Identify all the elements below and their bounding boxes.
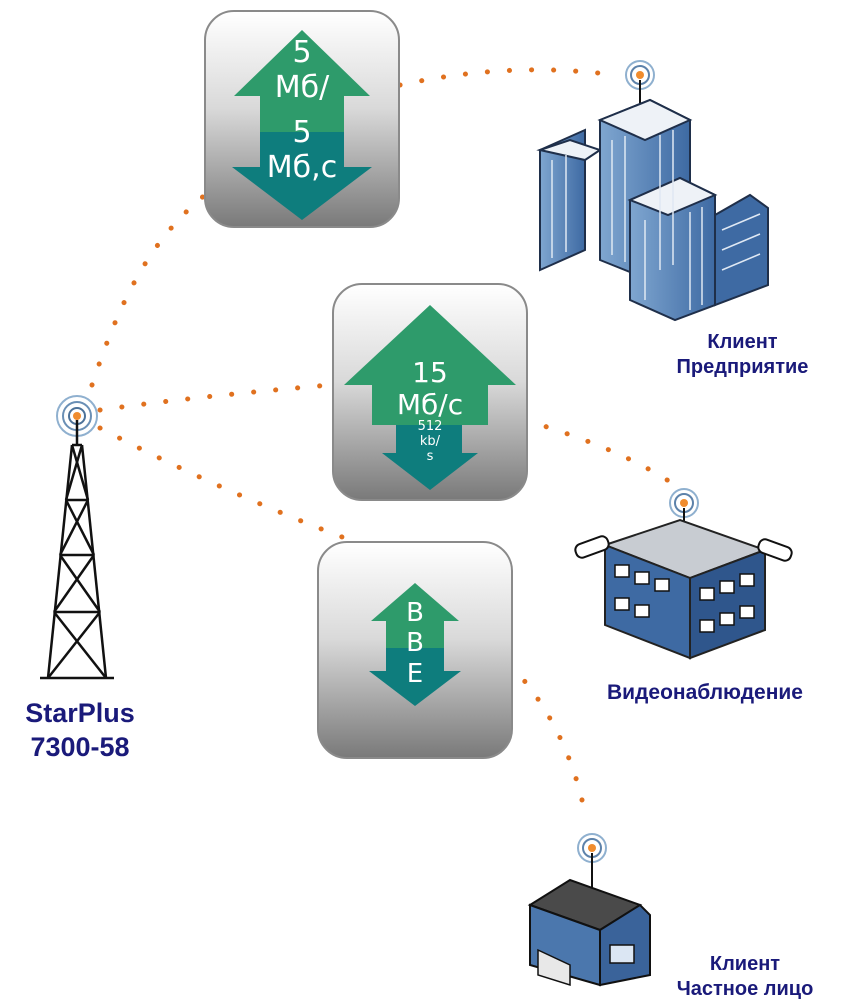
- link-lines: [89, 67, 685, 803]
- up-down-arrow-icon: [232, 30, 372, 220]
- link-line-enterprise-b: [397, 67, 618, 88]
- link-line-enterprise-a: [89, 192, 208, 388]
- office-buildings-icon: [536, 60, 769, 322]
- link-line-video-b: [522, 417, 685, 493]
- link-line-video-a: [97, 382, 333, 413]
- client-video-label: Видеонаблюдение: [606, 681, 803, 704]
- up-down-arrow-icon: [344, 305, 516, 490]
- radio-tower-icon: [40, 395, 114, 680]
- surveillance-building-icon: [574, 488, 793, 660]
- link-line-house-a: [97, 425, 353, 543]
- up-down-arrow-icon: [369, 583, 461, 706]
- download-speed-value: Е: [406, 659, 424, 689]
- house-icon: [527, 833, 651, 987]
